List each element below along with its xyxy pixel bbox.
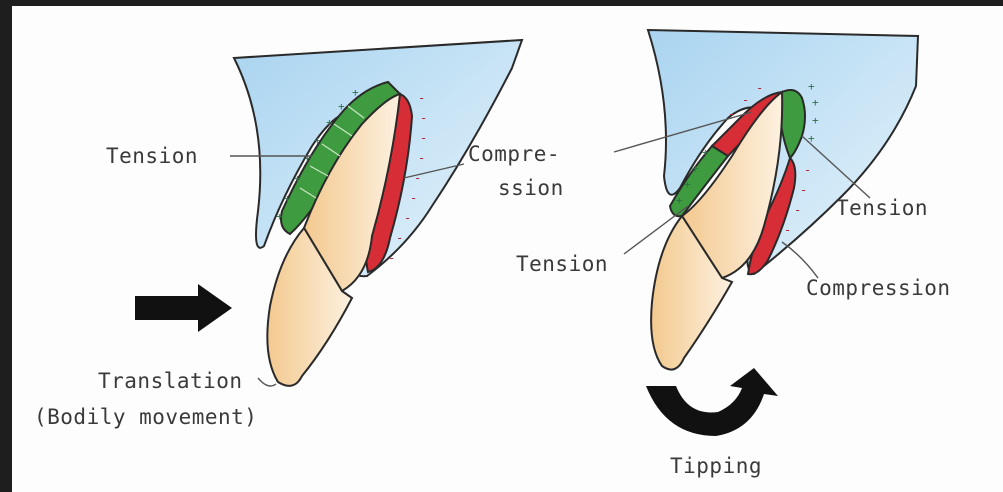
svg-text:-: - — [418, 151, 425, 165]
caption-bodily-movement: (Bodily movement) — [34, 405, 257, 429]
svg-text:-: - — [410, 191, 417, 205]
svg-text:-: - — [756, 81, 763, 95]
svg-text:-: - — [396, 231, 403, 245]
label-tension-right-lower: Tension — [516, 252, 608, 276]
svg-text:+: + — [812, 114, 819, 127]
svg-text:-: - — [784, 223, 791, 237]
svg-text:+: + — [338, 100, 345, 113]
svg-text:-: - — [388, 251, 395, 265]
svg-text:+: + — [702, 146, 709, 159]
svg-text:+: + — [294, 172, 301, 185]
svg-text:-: - — [742, 93, 749, 107]
svg-text:+: + — [276, 210, 283, 223]
svg-text:-: - — [404, 211, 411, 225]
label-compression-left-line1: Compre- — [468, 142, 560, 166]
caption-tipping: Tipping — [670, 454, 762, 478]
svg-text:-: - — [420, 111, 427, 125]
svg-text:+: + — [808, 80, 815, 93]
translation-arrow — [135, 284, 232, 332]
svg-text:-: - — [804, 163, 811, 177]
svg-text:-: - — [414, 171, 421, 185]
svg-text:+: + — [676, 194, 683, 207]
tipping-arrow — [646, 368, 778, 436]
translation-diagram: +++ +++ ++ --- --- --- Tension Compre- s… — [34, 40, 564, 429]
svg-text:+: + — [692, 162, 699, 175]
svg-text:+: + — [684, 178, 691, 191]
svg-text:+: + — [304, 152, 311, 165]
svg-text:-: - — [420, 131, 427, 145]
caption-translation: Translation — [98, 369, 243, 393]
label-compression-right: Compression — [806, 276, 951, 300]
label-compression-left-line2: ssion — [498, 176, 564, 200]
svg-text:+: + — [284, 192, 291, 205]
label-tension-left: Tension — [106, 144, 198, 168]
svg-text:+: + — [326, 116, 333, 129]
label-tension-right-upper: Tension — [836, 196, 928, 220]
svg-text:+: + — [352, 86, 359, 99]
tooth-movement-diagram: +++ +++ ++ --- --- --- Tension Compre- s… — [12, 6, 1003, 492]
svg-text:-: - — [800, 183, 807, 197]
svg-text:+: + — [812, 96, 819, 109]
tipping-diagram: ++++ ++++ --- ---- Tension Tension Compr… — [516, 30, 951, 478]
diagram-canvas: +++ +++ ++ --- --- --- Tension Compre- s… — [12, 6, 1003, 492]
svg-text:-: - — [418, 91, 425, 105]
svg-text:+: + — [314, 134, 321, 147]
svg-text:-: - — [794, 203, 801, 217]
